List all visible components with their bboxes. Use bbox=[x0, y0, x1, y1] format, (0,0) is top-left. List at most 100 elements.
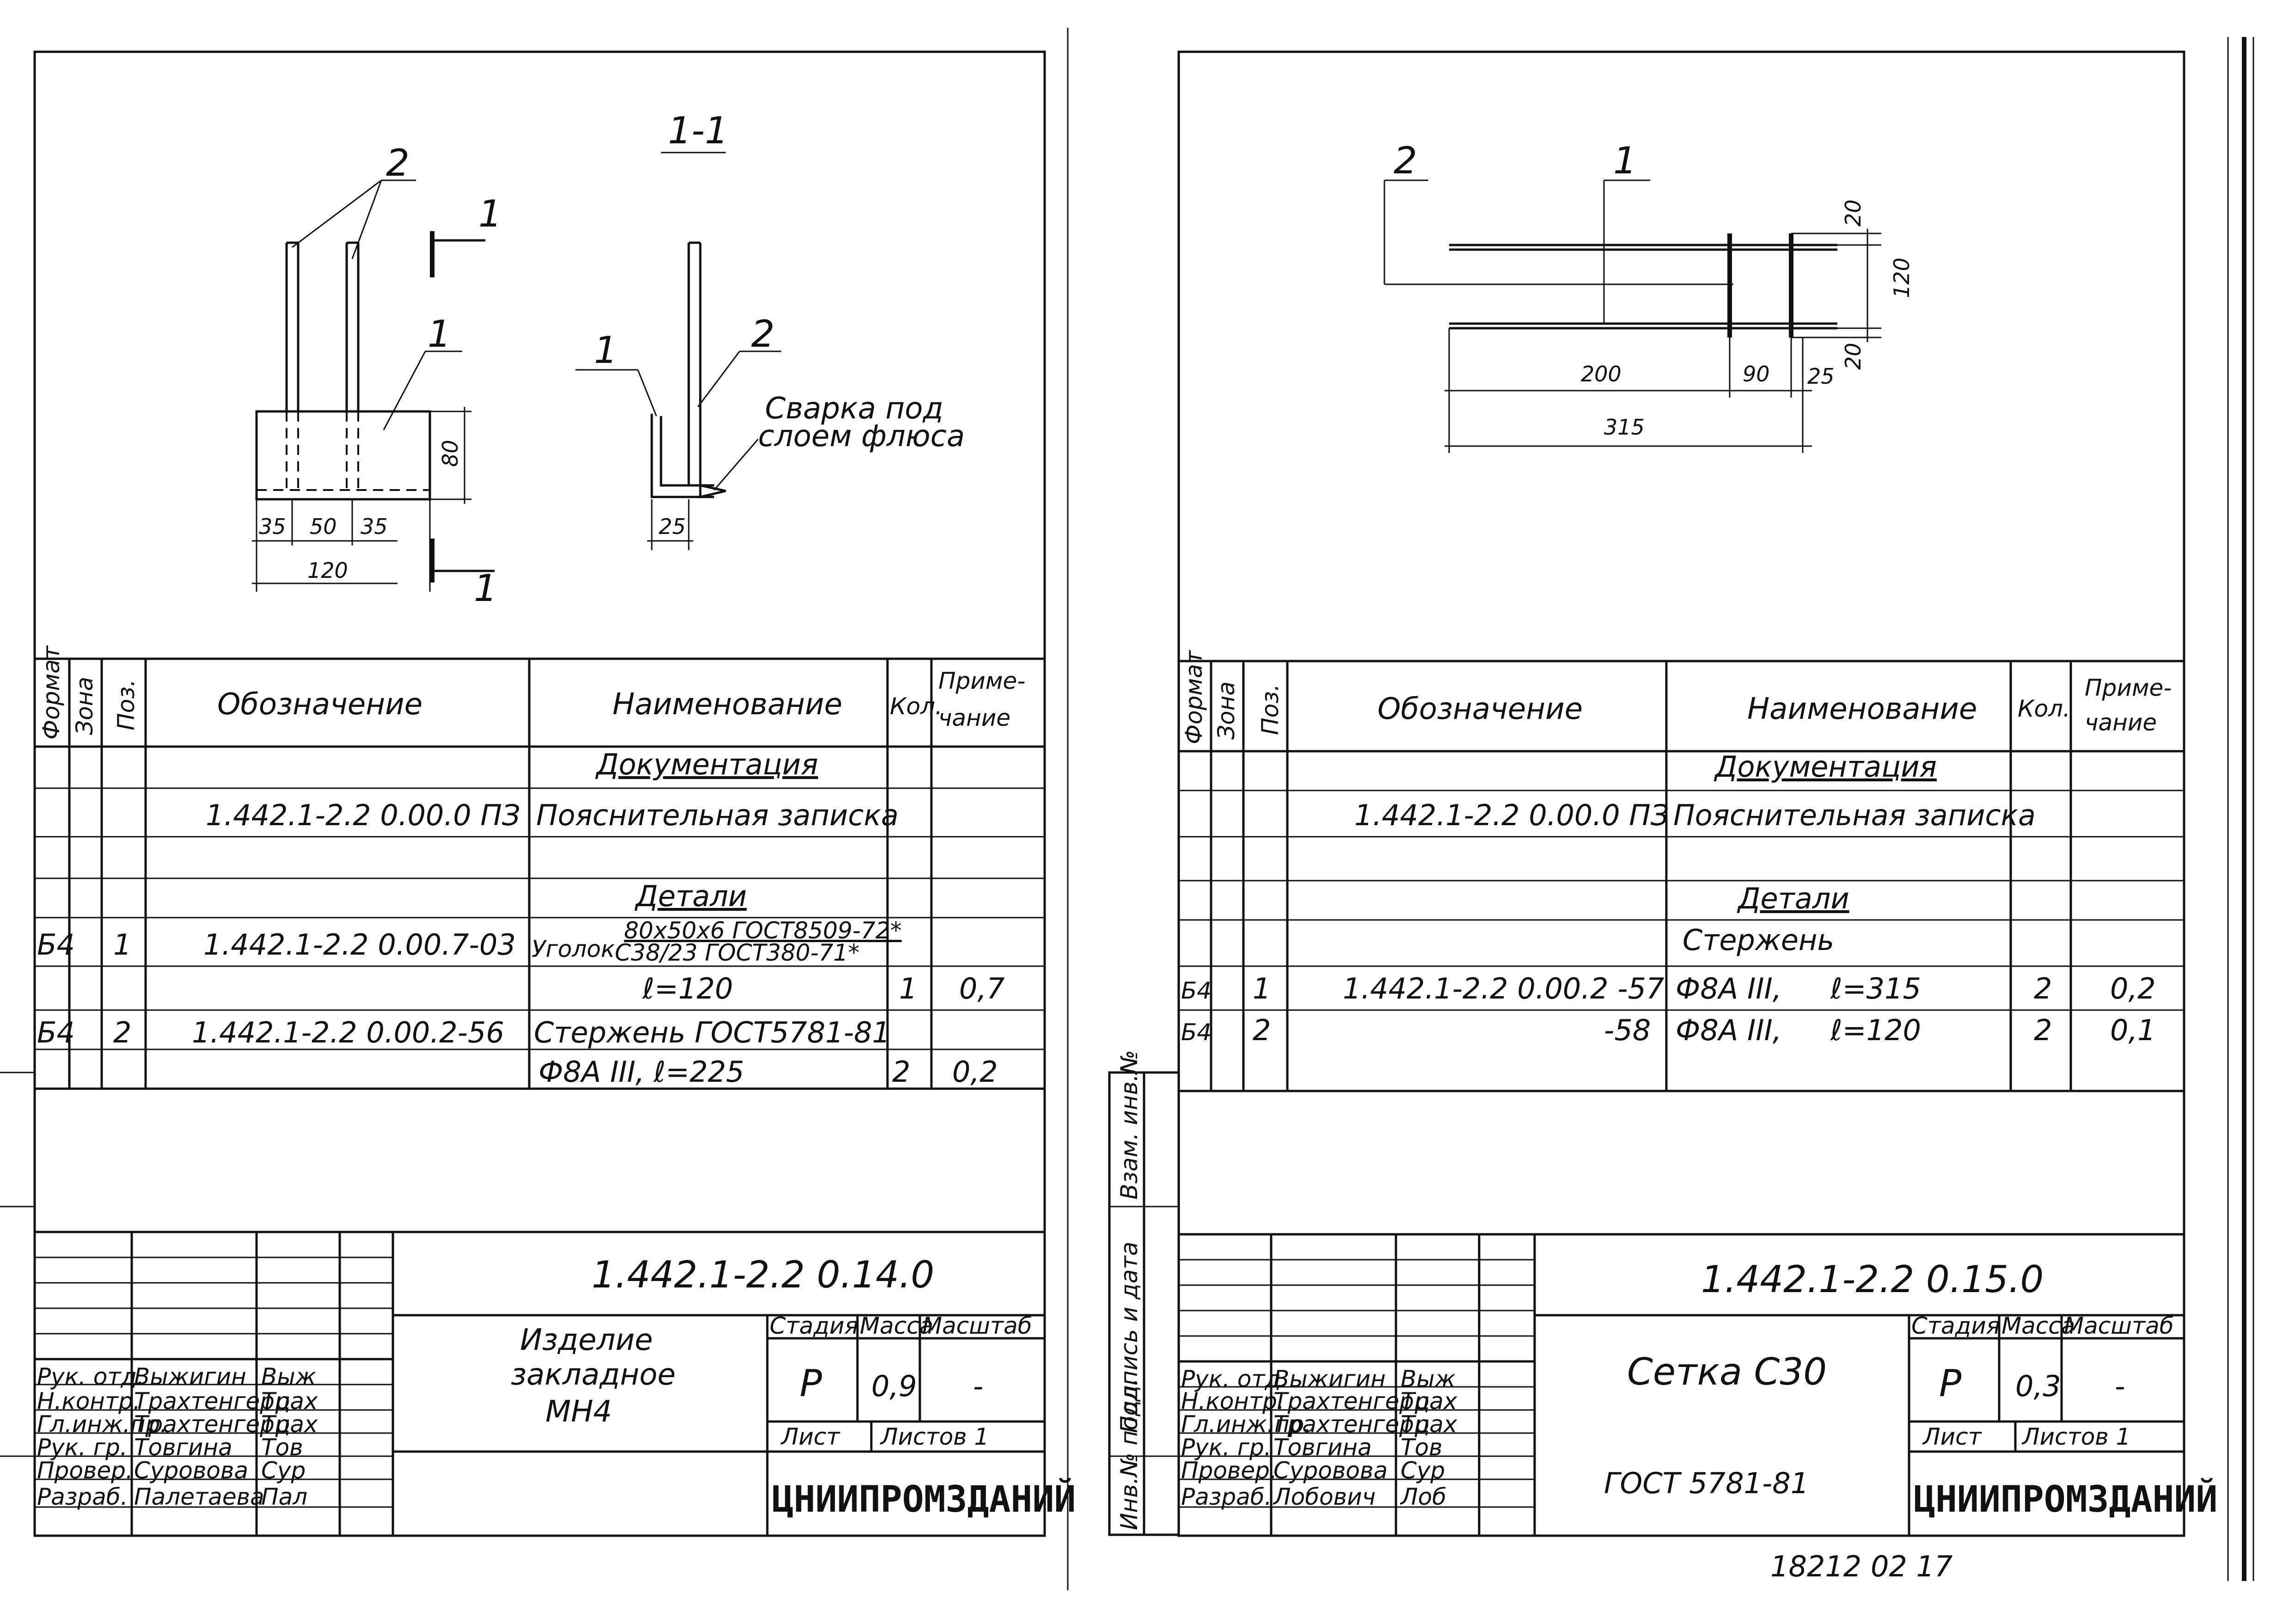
svg-text:0,2: 0,2 bbox=[952, 1055, 998, 1089]
mass-label: Масса bbox=[2001, 1312, 2075, 1339]
dim-25: 25 bbox=[1807, 364, 1835, 389]
angle-plate bbox=[255, 410, 431, 501]
svg-text:2: 2 bbox=[1253, 1013, 1271, 1047]
section-details: Детали bbox=[634, 879, 747, 913]
stage-label: Стадия bbox=[1911, 1312, 2000, 1339]
svg-text:Ф8А III,: Ф8А III, bbox=[1676, 1013, 1782, 1047]
svg-text:Разраб.: Разраб. bbox=[1181, 1483, 1272, 1510]
left-drawing: 2 1 1 1 35 50 35 120 80 bbox=[252, 109, 965, 610]
dim-35-right: 35 bbox=[361, 514, 388, 539]
rod-label: Стержень bbox=[1683, 923, 1834, 957]
mass-label: Масса bbox=[860, 1312, 933, 1339]
left-pos1-label: 1 bbox=[428, 313, 451, 355]
signatures-table: Рук. отд. Н.контр. Гл.инж.пр. Рук. гр. П… bbox=[1181, 1366, 1457, 1510]
col-pos: Поз. bbox=[1257, 684, 1284, 735]
weld-note-1: Сварка под bbox=[765, 392, 943, 426]
svg-text:1: 1 bbox=[113, 928, 131, 962]
title-line-2: закладное bbox=[511, 1358, 676, 1392]
svg-text:Рук. отд.: Рук. отд. bbox=[1181, 1366, 1288, 1392]
scale-label: Масштаб bbox=[2064, 1312, 2174, 1339]
svg-text:1.442.1-2.2 0.00.2 -57: 1.442.1-2.2 0.00.2 -57 bbox=[1343, 972, 1665, 1005]
svg-text:Товгина: Товгина bbox=[1273, 1434, 1372, 1461]
doc-designation: 1.442.1-2.2 0.00.0 ПЗ bbox=[1354, 798, 1669, 832]
svg-text:Разраб.: Разраб. bbox=[37, 1483, 128, 1510]
svg-text:ℓ=315: ℓ=315 bbox=[1830, 972, 1921, 1005]
svg-text:0,1: 0,1 bbox=[2110, 1013, 2156, 1047]
table-row: Б4 2 1.442.1-2.2 0.00.2-56 Стержень ГОСТ… bbox=[37, 1016, 998, 1089]
svg-text:Б4: Б4 bbox=[37, 1016, 75, 1049]
svg-text:Трахтенгерц: Трахтенгерц bbox=[1273, 1388, 1430, 1415]
svg-text:Провер.: Провер. bbox=[1181, 1457, 1277, 1484]
mass-value: 0,3 bbox=[2015, 1369, 2061, 1403]
dim-80: 80 bbox=[438, 440, 463, 467]
section-pos1: 1 bbox=[594, 329, 618, 372]
col-name: Наименование bbox=[1747, 692, 1977, 726]
svg-text:1.442.1-2.2 0.00.2-56: 1.442.1-2.2 0.00.2-56 bbox=[192, 1016, 504, 1049]
svg-text:Б4: Б4 bbox=[37, 928, 75, 962]
section-title: 1-1 bbox=[668, 109, 728, 152]
col-format: Формат bbox=[1181, 650, 1207, 744]
svg-text:1: 1 bbox=[899, 972, 917, 1005]
svg-text:Трах: Трах bbox=[1401, 1411, 1457, 1438]
side-stamp: Инв.№ подл. Подпись и дата Взам. инв.№ bbox=[1108, 1050, 1180, 1536]
svg-text:Рук. отд.: Рук. отд. bbox=[37, 1363, 144, 1390]
weld-note-2: слоем флюса bbox=[758, 419, 965, 453]
angle-section bbox=[650, 414, 714, 498]
section-pos2: 2 bbox=[751, 313, 775, 355]
left-title-block: 1.442.1-2.2 0.14.0 Изделие закладное МН4… bbox=[35, 1231, 1076, 1536]
scale-label: Масштаб bbox=[922, 1312, 1032, 1339]
gost-ref: ГОСТ 5781-81 bbox=[1604, 1466, 1809, 1500]
svg-text:Н.контр.: Н.контр. bbox=[37, 1388, 141, 1415]
svg-text:-58: -58 bbox=[1604, 1013, 1651, 1047]
col-zone: Зона bbox=[1213, 681, 1240, 740]
svg-text:1: 1 bbox=[1253, 972, 1271, 1005]
dim-50: 50 bbox=[310, 514, 337, 539]
svg-text:Трах: Трах bbox=[1401, 1388, 1457, 1415]
svg-text:Н.контр.: Н.контр. bbox=[1181, 1388, 1285, 1415]
svg-text:2: 2 bbox=[113, 1016, 131, 1049]
mass-value: 0,9 bbox=[871, 1369, 917, 1403]
col-format: Формат bbox=[38, 645, 65, 740]
sheet-label: Лист bbox=[780, 1423, 841, 1450]
section-docs: Документация bbox=[1714, 750, 1937, 784]
right-frame bbox=[1177, 50, 2185, 1537]
svg-text:Выжигин: Выжигин bbox=[1273, 1366, 1386, 1392]
svg-text:Товгина: Товгина bbox=[134, 1434, 233, 1461]
dim-20-top: 20 bbox=[1841, 199, 1866, 227]
dim-20-bottom: 20 bbox=[1841, 343, 1866, 370]
scale-value: - bbox=[973, 1369, 983, 1403]
svg-text:Пал: Пал bbox=[261, 1483, 307, 1510]
section-docs: Документация bbox=[595, 748, 818, 781]
svg-text:Подпись и дата: Подпись и дата bbox=[1116, 1242, 1143, 1433]
svg-text:Трах: Трах bbox=[261, 1388, 318, 1415]
scale-value: - bbox=[2115, 1369, 2125, 1403]
col-designation: Обозначение bbox=[1377, 692, 1583, 726]
signatures-table: Рук. отд. Н.контр. Гл.инж.пр. Рук. гр. П… bbox=[37, 1363, 318, 1510]
left-spec-table: Формат Зона Поз. Обозначение Наименовани… bbox=[35, 645, 1045, 1090]
right-pos2-label: 2 bbox=[1394, 139, 1417, 182]
table-row: Б4 2 -58 Ф8А III, ℓ=120 2 0,1 bbox=[1181, 1013, 2156, 1047]
svg-text:Рук. гр.: Рук. гр. bbox=[1181, 1434, 1272, 1461]
table-row: Б4 1 1.442.1-2.2 0.00.2 -57 Ф8А III, ℓ=3… bbox=[1181, 972, 2156, 1005]
stage-value: Р bbox=[1939, 1362, 1962, 1405]
dim-200: 200 bbox=[1581, 362, 1622, 386]
svg-text:2: 2 bbox=[2034, 1013, 2052, 1047]
svg-text:Взам. инв.№: Взам. инв.№ bbox=[1116, 1050, 1143, 1200]
dim-90: 90 bbox=[1743, 362, 1770, 386]
sheets-label: Листов 1 bbox=[2021, 1423, 2130, 1450]
svg-text:С38/23 ГОСТ380-71*: С38/23 ГОСТ380-71* bbox=[615, 939, 860, 966]
left-pos2-label: 2 bbox=[386, 141, 410, 184]
svg-text:2: 2 bbox=[892, 1055, 910, 1089]
section-details: Детали bbox=[1737, 882, 1849, 915]
svg-text:Гл.инж.пр.: Гл.инж.пр. bbox=[37, 1411, 167, 1438]
svg-text:Выжигин: Выжигин bbox=[134, 1363, 246, 1390]
svg-text:Палетаева: Палетаева bbox=[134, 1483, 264, 1510]
svg-text:Сур: Сур bbox=[1401, 1457, 1445, 1484]
svg-text:Выж: Выж bbox=[261, 1363, 316, 1390]
sheet-label: Лист bbox=[1922, 1423, 1983, 1450]
svg-text:Провер.: Провер. bbox=[37, 1457, 133, 1484]
col-pos: Поз. bbox=[113, 679, 140, 730]
svg-text:Уголок: Уголок bbox=[532, 936, 615, 962]
right-spec-table: Формат Зона Поз. Обозначение Наименовани… bbox=[1179, 650, 2184, 1092]
svg-text:Трахтенгерц: Трахтенгерц bbox=[134, 1411, 290, 1438]
